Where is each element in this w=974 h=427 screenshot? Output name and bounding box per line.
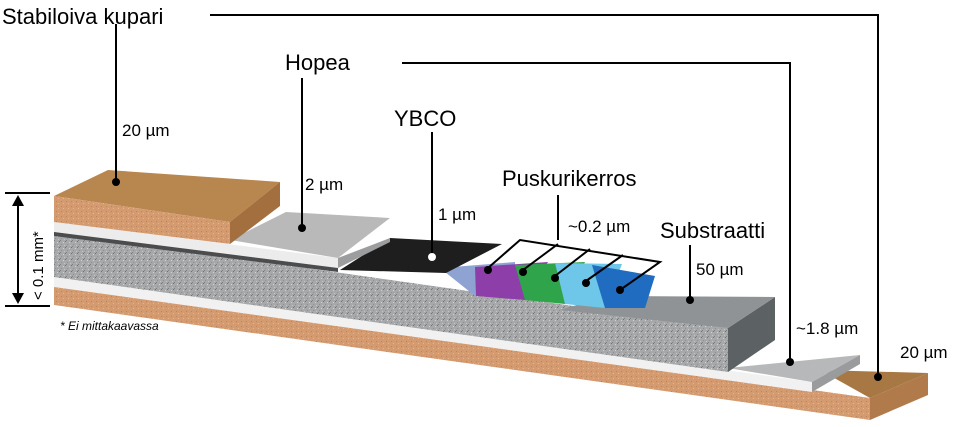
copper-bottom-dot: [874, 373, 882, 381]
buffer-thickness: ~0.2 µm: [568, 217, 630, 236]
copper-top-dot: [112, 178, 120, 186]
marker-dots: [112, 178, 882, 381]
silver-top-thickness: 2 µm: [305, 175, 343, 194]
silver-label: Hopea: [285, 50, 351, 75]
text-labels: Stabiloiva kupari Hopea YBCO Puskurikerr…: [2, 4, 948, 362]
buffer-dot-4: [582, 279, 590, 287]
dimension-marker: < 0.1 mm*: [5, 192, 50, 307]
top-copper-layer: [54, 170, 280, 244]
copper-top-thickness: 20 µm: [122, 121, 170, 140]
buffer-dot-5: [616, 286, 624, 294]
copper-bottom-thickness: 20 µm: [900, 343, 948, 362]
bottom-silver-layer: [54, 277, 860, 392]
ybco-dot: [428, 253, 436, 261]
buffer-layer-label: Puskurikerros: [502, 166, 636, 191]
silver-top-dot: [298, 224, 306, 232]
substrate-dot: [686, 296, 694, 304]
footnote-text: * Ei mittakaavassa: [60, 319, 159, 333]
top-silver-layer: [54, 212, 390, 272]
substrate-label: Substraatti: [660, 218, 765, 243]
substrate-thickness: 50 µm: [696, 260, 744, 279]
silver-bottom-dot: [786, 358, 794, 366]
buffer-dot-2: [519, 268, 527, 276]
buffer-dot-3: [551, 274, 559, 282]
buffer-leader-bracket: [487, 195, 663, 291]
ybco-label: YBCO: [394, 106, 456, 131]
stabilizer-copper-label: Stabiloiva kupari: [2, 4, 163, 29]
ybco-thickness: 1 µm: [438, 205, 476, 224]
total-thickness-label: < 0.1 mm*: [30, 231, 47, 300]
bottom-copper-layer: [54, 285, 928, 420]
buffer-dot-1: [484, 266, 492, 274]
leader-lines: [115, 14, 879, 375]
silver-bottom-thickness: ~1.8 µm: [796, 319, 858, 338]
